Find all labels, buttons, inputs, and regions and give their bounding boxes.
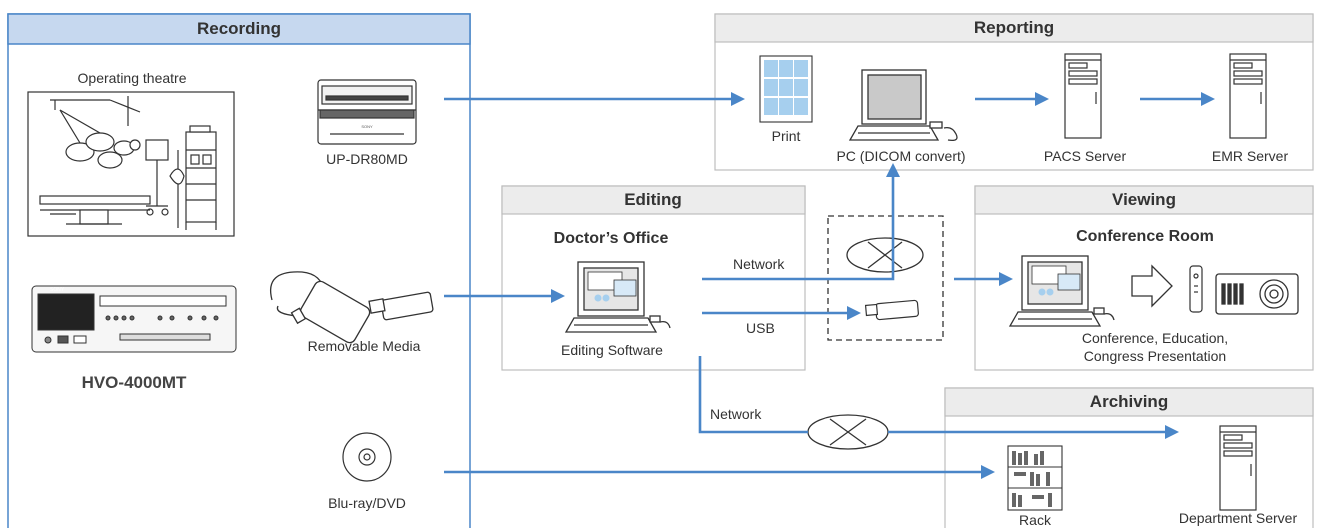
section-reporting: Reporting <box>973 18 1055 37</box>
pacs-label: PACS Server <box>1043 148 1127 164</box>
arrow-editing-to-archive <box>698 356 808 434</box>
emr-label: EMR Server <box>1211 148 1289 164</box>
department-server-icon <box>1219 425 1257 511</box>
remote-control-icon <box>1189 265 1203 313</box>
section-editing: Editing <box>624 190 682 209</box>
disc-label: Blu-ray/DVD <box>328 495 406 511</box>
arrow-network-to-pc <box>702 163 900 281</box>
rack-label: Rack <box>1019 512 1051 528</box>
device-brand: SONY <box>50 287 65 293</box>
viewing-laptop-icon <box>1008 255 1115 327</box>
pc-label: PC (DICOM convert) <box>836 148 966 164</box>
editing-laptop-icon <box>564 261 671 333</box>
rack-icon <box>1007 445 1063 511</box>
printer-icon <box>317 79 417 145</box>
archive-network-label: Network <box>710 406 762 422</box>
viewing-caption-line1: Conference, Education, <box>1081 330 1229 346</box>
removable-media-label: Removable Media <box>307 338 421 354</box>
removable-media-icon <box>270 271 434 344</box>
usb-stick-icon <box>864 299 919 321</box>
pc-laptop-icon <box>848 69 958 142</box>
projector-icon <box>1215 273 1299 315</box>
section-archiving: Archiving <box>1089 392 1169 411</box>
operating-theatre-label: Operating theatre <box>77 70 187 86</box>
doctors-office-label: Doctor’s Office <box>553 230 669 247</box>
print-sheet-icon <box>759 55 813 123</box>
flow-arrows <box>444 92 1215 479</box>
hvo-device-icon <box>31 285 237 353</box>
hollow-arrow-icon <box>1131 264 1173 308</box>
operating-theatre-illustration <box>27 91 235 237</box>
printer-label: UP-DR80MD <box>326 151 408 167</box>
usb-label: USB <box>746 320 775 336</box>
router-icon <box>846 237 924 273</box>
emr-server-icon <box>1229 53 1267 139</box>
section-recording: Recording <box>196 19 282 38</box>
reporting-panel <box>714 13 1314 171</box>
device-label: HVO-4000MT <box>81 373 187 392</box>
network-label: Network <box>733 256 785 272</box>
print-label: Print <box>771 128 801 144</box>
section-viewing: Viewing <box>1112 190 1176 209</box>
editing-software-label: Editing Software <box>561 342 663 358</box>
disc-icon <box>342 432 392 482</box>
department-server-label: Department Server <box>1178 510 1298 526</box>
printer-brand: SONY <box>361 124 373 129</box>
archive-router-icon <box>807 414 889 450</box>
pacs-server-icon <box>1064 53 1102 139</box>
conference-room-label: Conference Room <box>1076 228 1214 245</box>
viewing-caption-line2: Congress Presentation <box>1083 348 1227 364</box>
